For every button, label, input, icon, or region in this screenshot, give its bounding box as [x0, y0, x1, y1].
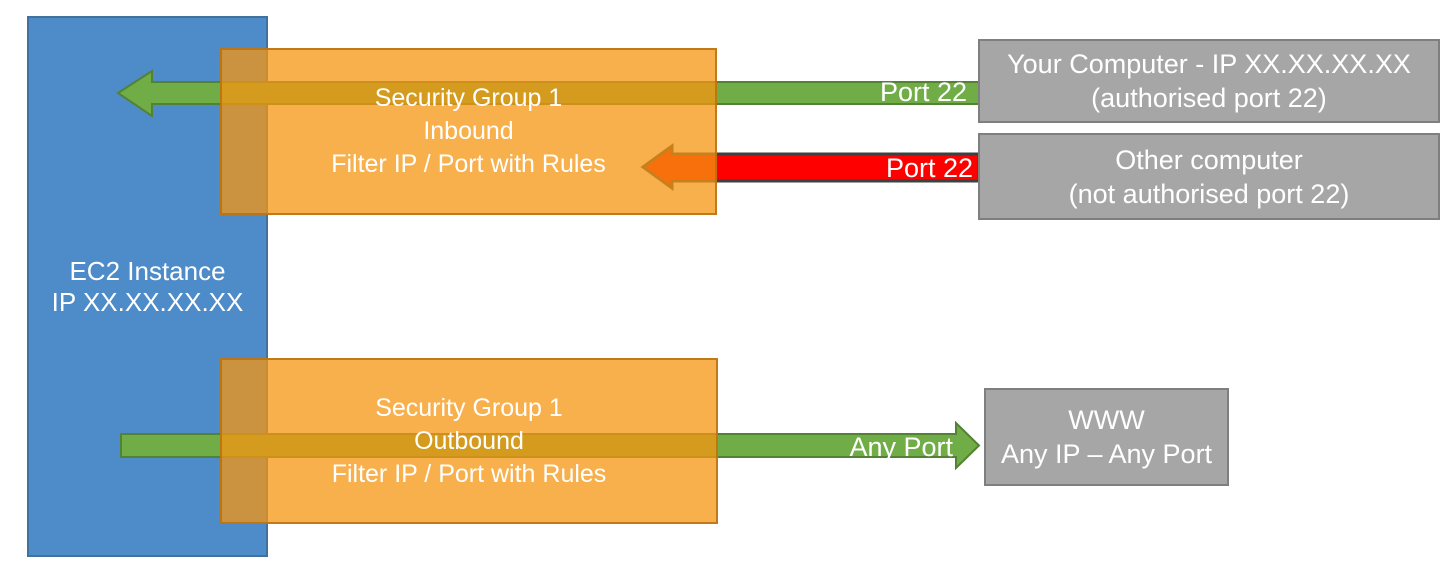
security-group-outbound-direction: Outbound [414, 426, 524, 455]
your-computer-box: Your Computer - IP XX.XX.XX.XX (authoris… [978, 39, 1440, 123]
inbound-allowed-port-label: Port 22 [879, 77, 967, 107]
security-group-inbound-box: Security Group 1 Inbound Filter IP / Por… [220, 48, 717, 215]
security-group-outbound-description: Filter IP / Port with Rules [331, 459, 607, 488]
inbound-blocked-port-label: Port 22 [885, 153, 973, 183]
ec2-instance-ip: IP XX.XX.XX.XX [51, 286, 244, 317]
security-group-outbound-box: Security Group 1 Outbound Filter IP / Po… [220, 358, 718, 524]
security-group-inbound-description: Filter IP / Port with Rules [331, 150, 606, 178]
your-computer-title: Your Computer - IP XX.XX.XX.XX [1007, 49, 1411, 79]
security-group-outbound-name: Security Group 1 [375, 393, 563, 422]
other-computer-subtitle: (not authorised port 22) [1068, 178, 1350, 209]
security-group-inbound-direction: Inbound [423, 117, 514, 145]
your-computer-subtitle: (authorised port 22) [1091, 83, 1327, 113]
www-subtitle: Any IP – Any Port [1000, 439, 1213, 469]
outbound-port-label: Any Port [849, 432, 953, 462]
security-group-inbound-name: Security Group 1 [374, 84, 563, 112]
other-computer-title: Other computer [1115, 144, 1303, 175]
www-title: WWW [1068, 405, 1145, 435]
ec2-instance-title: EC2 Instance [69, 255, 226, 286]
other-computer-box: Other computer (not authorised port 22) [978, 133, 1440, 220]
www-box: WWW Any IP – Any Port [984, 388, 1229, 486]
